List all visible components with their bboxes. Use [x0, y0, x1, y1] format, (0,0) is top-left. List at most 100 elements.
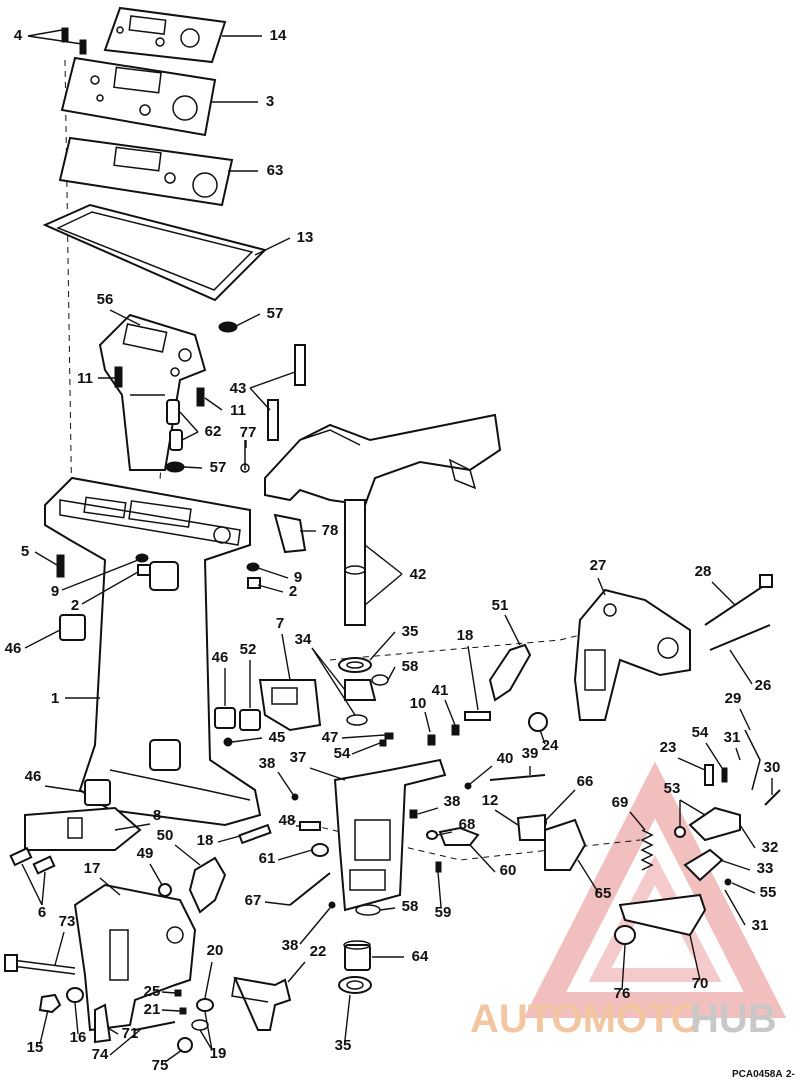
pad-2-left	[137, 564, 151, 576]
callout-15-79: 15	[27, 1039, 44, 1056]
callout-7-21: 7	[276, 615, 284, 632]
lever-70	[618, 893, 707, 937]
callout-22-71: 22	[310, 943, 327, 960]
callout-63-3: 63	[267, 162, 284, 179]
screw-38-bottom	[328, 901, 336, 909]
leader-line-67-64-0	[264, 901, 291, 906]
leader-line-8-47-0	[114, 823, 151, 831]
bracket-78	[273, 513, 307, 554]
callout-45-32: 45	[269, 729, 286, 746]
leader-line-35-23-0	[369, 631, 396, 661]
leader-line-16-77-0	[74, 1002, 79, 1035]
spring-20	[196, 998, 214, 1012]
spring-23	[704, 764, 714, 786]
screw-59	[435, 861, 442, 873]
bracket-32	[688, 806, 741, 842]
callout-74-82: 74	[92, 1046, 109, 1063]
callout-60-58: 60	[500, 862, 517, 879]
leader-line-43-8-0	[249, 371, 296, 389]
leader-line-51-27-0	[504, 614, 521, 646]
callout-26-84: 26	[755, 677, 772, 694]
leader-line-4-0-0	[27, 29, 63, 37]
callout-38-69: 38	[282, 937, 299, 954]
seal-35-bottom	[338, 976, 372, 994]
callout-46-20: 46	[5, 640, 22, 657]
screw-25	[174, 989, 182, 997]
leader-line-18-55-0	[217, 835, 241, 843]
rubber-mounts-46-52	[214, 707, 261, 731]
spring-69	[640, 829, 654, 871]
leader-line-13-4-0	[254, 237, 291, 256]
callout-29-87: 29	[725, 690, 742, 707]
watermark-text-a: AUTOMOTO	[470, 997, 702, 1041]
rubber-mount-46-left	[59, 614, 86, 641]
leader-line-6-63-0	[21, 863, 43, 906]
bolt-18-right	[464, 711, 491, 721]
washer-9-left	[135, 553, 149, 563]
leader-line-68-52-0	[437, 831, 453, 836]
leader-line-19-81-1	[204, 1011, 213, 1051]
callout-23-40: 23	[660, 739, 677, 756]
pin-54-mid	[379, 739, 387, 747]
leader-line-62-11-1	[181, 431, 199, 441]
callout-64-72: 64	[412, 948, 429, 965]
callout-13-4: 13	[297, 229, 314, 246]
lower-mount-8	[24, 806, 142, 851]
bolt-5	[56, 554, 65, 578]
callout-77-10: 77	[240, 424, 257, 441]
rod-39	[489, 774, 546, 781]
leader-line-31-42-0	[735, 747, 741, 761]
callout-18-28: 18	[457, 627, 474, 644]
callout-65-59: 65	[595, 885, 612, 902]
leader-line-33-60-0	[719, 859, 751, 871]
rod-67	[289, 872, 331, 906]
callout-58-26: 58	[402, 658, 419, 675]
plate-71	[94, 1003, 112, 1044]
callout-61-56: 61	[259, 850, 276, 867]
rod-26	[709, 624, 771, 651]
leader-line-69-51-0	[629, 811, 646, 831]
gasket-14	[103, 6, 227, 64]
callout-10-30: 10	[410, 695, 427, 712]
leader-line-49-57-0	[149, 863, 163, 886]
callout-35-23: 35	[402, 623, 419, 640]
callout-66-45: 66	[577, 773, 594, 790]
callout-8-47: 8	[153, 807, 161, 824]
callout-31-42: 31	[724, 729, 741, 746]
callout-70-73: 70	[692, 975, 709, 992]
leader-line-7-21-0	[281, 633, 291, 681]
callout-6-63: 6	[38, 904, 46, 921]
leader-line-9-17-0	[257, 567, 289, 579]
leader-line-66-45-0	[545, 789, 576, 821]
leader-line-45-32-0	[231, 737, 263, 743]
bolt-38-mid	[409, 809, 418, 819]
shaft-22	[231, 976, 292, 1031]
callout-54-41: 54	[692, 724, 709, 741]
callout-5-14: 5	[21, 543, 29, 560]
callout-12-49: 12	[482, 792, 499, 809]
callout-28-86: 28	[695, 563, 712, 580]
leader-line-41-29-0	[444, 699, 456, 726]
rod-28	[704, 574, 773, 626]
bushing-34	[344, 679, 377, 726]
callout-50-54: 50	[157, 827, 174, 844]
callout-9-15: 9	[51, 583, 59, 600]
rubber-mount-46-lower	[84, 779, 111, 806]
leader-line-62-11-0	[179, 411, 199, 433]
retainer-7	[258, 679, 322, 732]
washer-61	[311, 843, 329, 857]
screw-21	[179, 1007, 187, 1015]
leader-line-59-65-0	[437, 871, 442, 908]
bushing-49	[158, 883, 172, 897]
leader-line-38-69-0	[299, 907, 331, 945]
callout-1-31: 1	[51, 690, 59, 707]
callout-38-48: 38	[444, 793, 461, 810]
leader-line-46-20-0	[24, 629, 61, 649]
callout-16-77: 16	[70, 1029, 87, 1046]
callout-21-76: 21	[144, 1001, 161, 1018]
leader-line-32-53-0	[739, 824, 756, 849]
leader-line-76-74-0	[621, 944, 626, 991]
callout-43-8: 43	[230, 380, 247, 397]
